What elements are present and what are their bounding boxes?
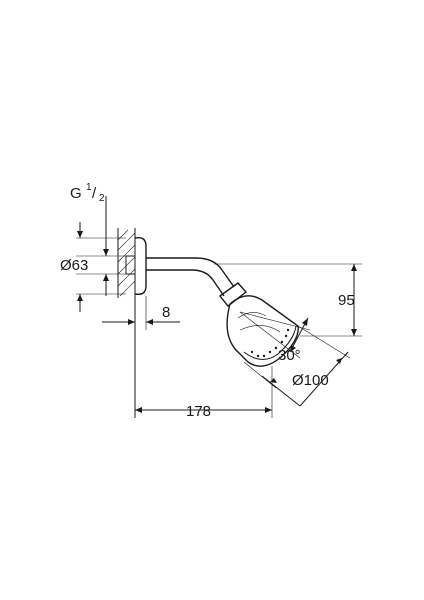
wall-flange xyxy=(125,236,147,296)
spray-nozzles xyxy=(250,328,290,358)
thread-prefix-label: G xyxy=(70,185,82,202)
projection-label: 178 xyxy=(186,403,211,420)
thread-connector xyxy=(125,255,136,275)
head-diameter-label: Ø100 xyxy=(292,372,329,389)
thread-numerator: 1 xyxy=(86,182,92,193)
shower-arm xyxy=(146,257,235,297)
wall-gap-label: 8 xyxy=(162,304,170,321)
head-diameter-dimension: Ø100 xyxy=(243,325,351,407)
spray-face xyxy=(243,325,297,360)
thread-dimension: G 1 / 2 xyxy=(70,182,126,296)
flange-diameter-dimension: Ø63 xyxy=(60,222,126,312)
spray-angle-label: 30° xyxy=(278,347,301,364)
svg-text:/: / xyxy=(92,185,97,202)
head-body xyxy=(226,295,299,367)
height-label: 95 xyxy=(338,292,355,309)
height-dimension: 95 xyxy=(214,263,362,337)
flange-diameter-label: Ø63 xyxy=(60,257,88,274)
wall-gap-dimension: 8 xyxy=(102,296,180,330)
swivel-joint xyxy=(218,282,248,307)
thread-denominator: 2 xyxy=(99,193,105,204)
shower-head xyxy=(218,282,299,367)
spray-angle-dimension: 30° xyxy=(239,311,311,364)
projection-dimension: 178 xyxy=(135,366,273,420)
